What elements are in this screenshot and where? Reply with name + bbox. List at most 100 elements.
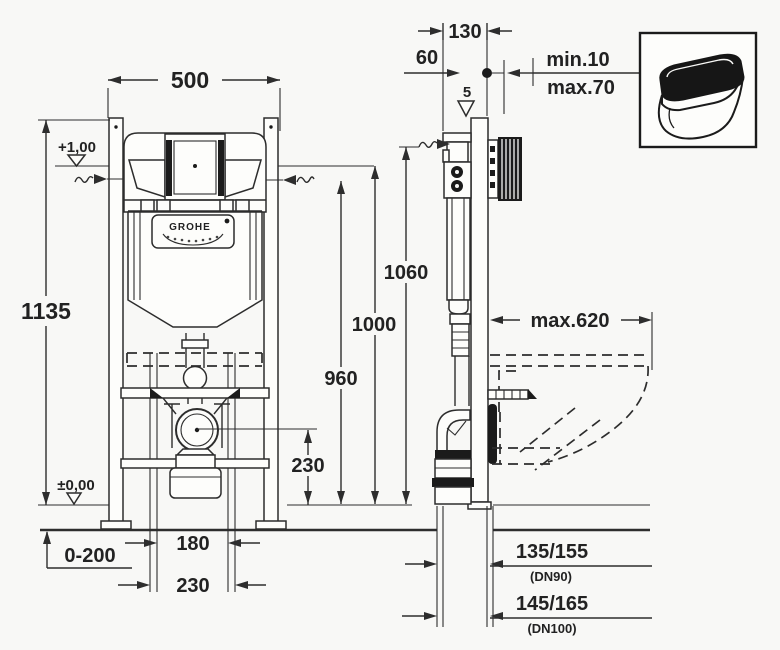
right-rail-hole (269, 125, 273, 129)
brand-plate (151, 214, 235, 249)
arrowhead (304, 430, 312, 443)
arrowhead (639, 316, 652, 324)
cross-member-upper (120, 387, 270, 399)
dim-130: 130 (448, 21, 481, 43)
brand-text: GROHE (169, 222, 211, 233)
side-neck-notch (442, 149, 450, 163)
arrowhead (283, 175, 296, 185)
ticks-wall (492, 58, 534, 114)
drain-pipe-below-floor (436, 506, 494, 627)
clamp-right (227, 388, 240, 398)
flush-plate-right-bar (218, 140, 224, 196)
wc-icon-box (638, 31, 758, 149)
arrowhead (424, 612, 437, 620)
wc-seal-strip (488, 404, 497, 464)
pipe-segment-lines (452, 331, 469, 349)
flush-plate-left-bar (166, 140, 172, 196)
arrowhead (228, 539, 241, 547)
wall-rail (470, 117, 489, 503)
side-neck (446, 141, 469, 163)
arrowhead (42, 120, 50, 133)
side-tank-lines (451, 198, 465, 300)
dim-min10: min.10 (546, 49, 609, 71)
brand-plate-pattern-dots (166, 235, 219, 243)
outlet-funnel (175, 448, 216, 456)
dim-180: 180 (176, 533, 209, 555)
dim-1060: 1060 (384, 262, 429, 284)
arrowhead (108, 76, 121, 84)
flush-pipe (185, 333, 205, 368)
wall-rail-foot (467, 501, 492, 510)
arrowhead (42, 492, 50, 505)
clamp-left (150, 388, 163, 398)
datum-zero-label: ±0,00 (57, 477, 94, 494)
toilet-lid-highlight (666, 58, 734, 78)
left-rail-hole (114, 125, 118, 129)
dim-1000: 1000 (352, 314, 397, 336)
squiggle-left (74, 176, 94, 183)
dim-960: 960 (324, 368, 357, 390)
flush-pipe-flange (181, 339, 209, 349)
tab (219, 199, 234, 212)
arrowhead (424, 560, 437, 568)
gap-arrow (456, 100, 476, 118)
dimensions: 500 1135 +1,00 ±0,00 0-200 180 230 (18, 21, 653, 636)
arrowhead (235, 581, 248, 589)
wall-sleeve-marks (490, 146, 495, 188)
arrowhead (337, 181, 345, 194)
arrowhead (490, 560, 503, 568)
flush-actuator-stripes (501, 139, 519, 199)
elbow-mark (446, 420, 467, 436)
fixing-band-dashed (126, 352, 263, 367)
tab (235, 199, 250, 212)
arrowhead (371, 491, 379, 504)
fixing-bolt-threads (495, 390, 521, 399)
arrowhead (304, 491, 312, 504)
label-bg (287, 455, 329, 476)
dim-max620: max.620 (531, 310, 610, 332)
flush-unit-detail-hole (455, 170, 459, 174)
dim-dn90-note: (DN90) (530, 569, 572, 584)
arrowhead (371, 166, 379, 179)
arrowhead (137, 581, 150, 589)
plate-center-dot (193, 164, 197, 168)
tab (156, 199, 171, 212)
label-bg (18, 298, 76, 324)
wc-bowl-dashed (490, 354, 649, 471)
side-top-cap (442, 132, 472, 143)
dim-145-165: 145/165 (516, 593, 588, 615)
dim-230-drain: 230 (291, 455, 324, 477)
outlet-neck (175, 454, 216, 469)
left-foot (100, 520, 132, 530)
drain-bracket (162, 397, 230, 448)
arrowhead (402, 491, 410, 504)
brand-plate-pattern-outline (162, 233, 224, 246)
dim-0-200: 0-200 (64, 545, 115, 567)
tab (140, 199, 155, 212)
arrowhead (267, 76, 280, 84)
datum-triangle-floor (65, 492, 83, 506)
front-view: GROHE (100, 117, 287, 592)
arrowhead (430, 27, 443, 35)
drain-elbow-side (436, 409, 471, 456)
outlet-box (169, 467, 222, 499)
fixing-bolt (487, 389, 529, 400)
wall-hung-toilet-icon (657, 53, 745, 140)
arrowhead (447, 69, 460, 77)
arrowhead (507, 69, 520, 77)
drain-elbow-inner (180, 413, 214, 447)
side-tank (446, 197, 471, 301)
flush-plate-window (173, 140, 217, 195)
squiggle-right (296, 176, 315, 183)
arrowhead (490, 612, 503, 620)
datum-plus-label: +1,00 (58, 139, 96, 156)
dim-500: 500 (171, 67, 209, 93)
pipe-straight (454, 356, 470, 406)
arrowhead (487, 27, 500, 35)
arrowhead (437, 139, 450, 149)
side-tank-bottom (448, 299, 469, 315)
arrowhead (337, 491, 345, 504)
squiggle-side (418, 141, 438, 148)
